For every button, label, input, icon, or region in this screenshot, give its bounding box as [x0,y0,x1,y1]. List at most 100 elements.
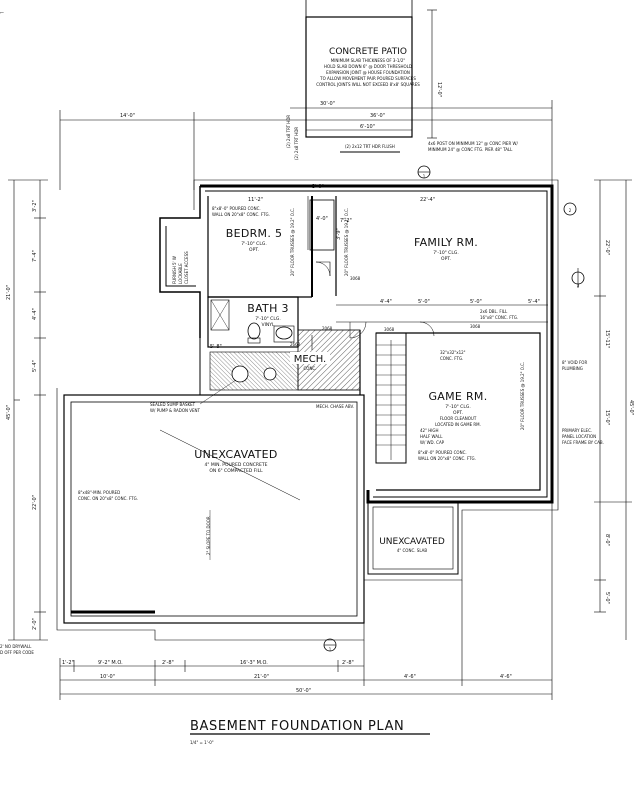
pad-note-1: 32"x32"x12" [440,350,466,355]
plan-title: BASEMENT FOUNDATION PLAN [190,719,404,734]
water-heater-icon [263,367,277,381]
dim-right-5: 15'-0" [604,410,610,425]
bath-label: BATH 3 [247,302,289,315]
section-marker-top: 1 2 3 1 [323,165,585,652]
dim-top-patio: 6'-10" [360,124,375,130]
closet-note-2: LOCKABLE [178,263,183,284]
unexcavated-small-note: 4" CONC. SLAB [397,548,428,553]
elec-note-2: PANEL LOCATION [562,434,596,439]
dim-left-0: 3'-2" [32,200,38,212]
mech-chase-note: MECH. CHASE ABV. [316,404,354,409]
dim-left-3: 5'-4" [32,360,38,372]
dim-bottom-seg-3: 4'-6" [500,674,512,680]
dim-right-0: 22'-0" [604,240,610,255]
patio-note-5: CONTROL JOINTS WILL NOT EXCEED 8'x8' SQU… [316,82,420,87]
door-size-2: 2668 [290,342,301,347]
dim-bottom-inner-2: 2'-8" [162,660,174,666]
left-note-1: 2' NO DRYWALL [0,644,32,649]
bedroom-ceiling: 7'-10" CLG. [241,241,267,247]
patio-note-1: MINIMUM SLAB THICKNESS OF 3-1/2" [331,58,406,63]
dim-left-7: 45'-0" [6,405,12,420]
dim-top-total: 36'-0" [370,113,385,119]
dim-bed-side: 5'-8" [210,344,222,350]
unexcavated-main-label: UNEXCAVATED [194,448,277,461]
dim-inner-0: 4'-4" [380,299,392,305]
dim-top-left: 14'-0" [120,113,135,119]
bedroom-label: BEDRM. 5 [226,227,283,240]
concrete-patio: CONCRETE PATIO MINIMUM SLAB THICKNESS OF… [305,0,442,139]
mech-label-bg [290,352,330,364]
dim-bed-top: 11'-2" [248,197,263,203]
unexcavated-diagonal [159,429,301,501]
dim-inner-7: 3'-0" [312,184,324,190]
void-note-1: 8" VOID FOR [562,360,587,365]
right-dimensions [594,179,632,640]
beam-note: (2) 2x12 TRT HDR FLUSH [345,144,395,149]
dim-bottom-inner-1: 9'-2" M.O. [98,660,123,666]
sump-basket-icon [231,365,249,383]
game-room-ceiling: 7'-10" CLG. [445,404,471,410]
left-note-2: D OFF PER CODE [0,650,34,655]
wall-main-note-1: 8"x48"-MIN. POURED [78,490,120,495]
dim-inner-4: 3'-9" [336,228,342,240]
family-room-note: OPT. [441,256,451,262]
mech-label: MECH. [294,354,326,365]
dim-right-4: 45'-0" [628,400,634,415]
dim-left-2: 4'-4" [32,308,38,320]
wall-game-note-1: 8"x8'-0" POURED CONC. [418,450,467,455]
game-room-extra-2: LOCATED IN GAME RM. [435,422,481,427]
dim-left-4: 22'-0" [32,495,38,510]
post-note-1: 4x6 POST ON MINIMUM 12" @ CONC PIER W/ [428,141,518,146]
dim-top-mid: 30'-0" [320,101,335,107]
slope-note: 2" SLOPE TO DOOR [206,516,211,555]
pad-note-2: CONC. FTG. [440,356,463,361]
half-wall-note-2: HALF WALL [420,434,443,439]
interior-walls [207,196,548,491]
wall-game-note-2: WALL ON 20"x8" CONC. FTG. [418,456,476,461]
game-room-extra-1: FLOOR CLEANOUT [440,416,477,421]
left-dimensions [8,179,48,641]
patio-title: CONCRETE PATIO [329,47,407,57]
dim-bottom-seg-1: 21'-0" [254,674,269,680]
svg-text:1: 1 [329,647,332,652]
dim-bottom-seg-2: 4'-6" [404,674,416,680]
unexcavated-main-note-1: 4" MIN. POURED CONCRETE [205,462,268,468]
patio-note-2: HOLD SLAB DOWN 6" @ DOOR THRESHOLD [324,64,412,69]
truss-note-c: 20" FLOOR TRUSSES @ 19.2" O.C. [520,362,525,430]
dim-right-3: 15'-11" [604,330,610,348]
patio-note-4: TO ALLOW MOVEMENT PAIR POURED SURFACES [319,76,416,81]
dim-inner-5: 4'-0" [316,216,328,222]
svg-text:1: 1 [423,174,426,179]
dim-right-1: 8'-0" [604,534,610,546]
vert-note-b: (2) 2x8 TRT HDR [294,127,299,160]
dim-inner-6: 7'-2" [340,218,352,224]
plan-scale: 1/4" = 1'-0" [190,740,214,745]
truss-note-b: 20" FLOOR TRUSSES @ 19.2" O.C. [344,208,349,276]
patio-note-3: EXPANSION JOINT @ HOUSE FOUNDATION [326,70,410,75]
beam2-note-1: 2x6 DBL. FILL [480,309,508,314]
dim-bottom-seg-0: 10'-0" [100,674,115,680]
top-dimensions [59,100,553,190]
dim-inner-2: 5'-0" [470,299,482,305]
family-room-label: FAMILY RM. [414,236,478,249]
unexcavated-main-note-2: ON 6" COMPACTED FILL [209,468,263,474]
post-note-2: MINIMUM 24" @ CONC FTG. PIER 48" TALL [428,147,513,152]
vert-note-a: (2) 2x8 TRT HDR [286,115,291,148]
dim-bottom-inner-0: 1'-2" [62,660,74,666]
dim-inner-1: 5'-0" [418,299,430,305]
bath-note: VINYL [261,322,275,328]
door-size-5: 3068 [470,324,481,329]
unexcavated-small-label: UNEXCAVATED [379,537,445,547]
svg-text:3: 3 [577,283,580,288]
elec-note-1: PRIMARY ELEC. [562,428,592,433]
beam2-note-2: 16"x8" CONC. FTG. [480,315,518,320]
corner-mark: ⌐ [0,10,4,16]
dim-left-1: 7'-4" [32,250,38,262]
dim-bottom-inner-3: 16'-3" M.O. [240,660,268,666]
wall-bed-note-1: 8"x8'-0" POURED CONC. [212,206,261,211]
foundation-walls [56,179,559,641]
closet-note-3: CLOSET ACCESS [184,251,189,284]
sump-note-1: SEALED SUMP BASKET [150,402,196,407]
bottom-dimensions [59,500,553,700]
